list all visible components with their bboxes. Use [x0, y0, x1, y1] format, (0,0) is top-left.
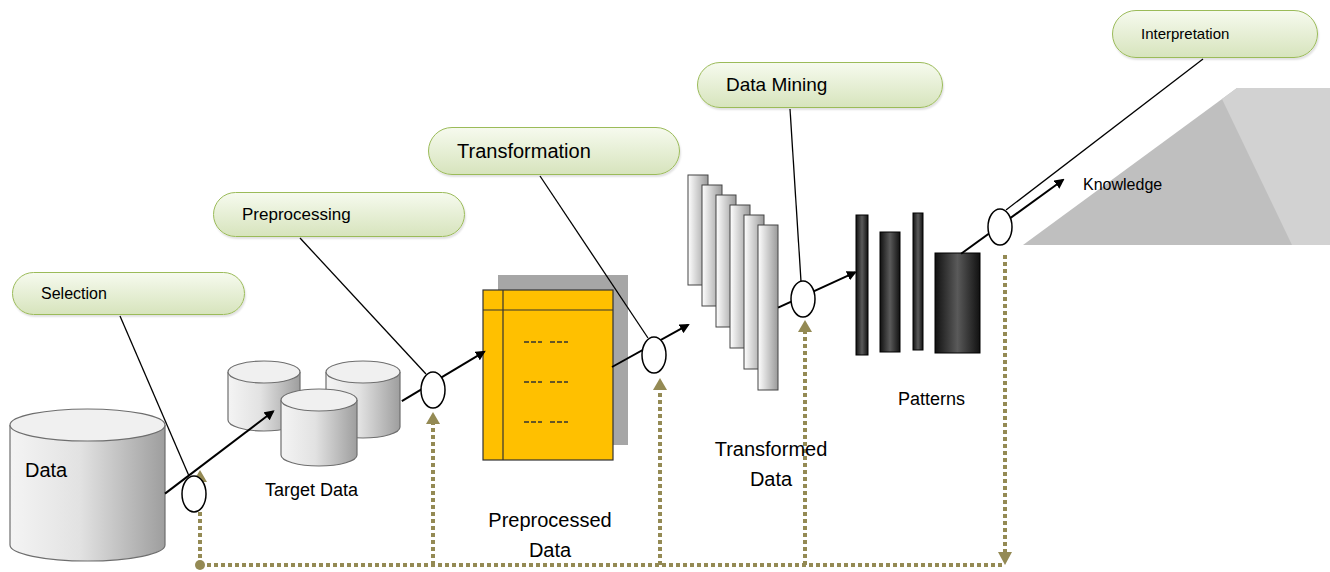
callout-pill: Preprocessing: [213, 192, 465, 237]
sheet-stack: [688, 175, 778, 390]
pyramid-face: [1023, 88, 1330, 245]
feedback-head: [998, 552, 1012, 565]
preprocessed-data: Preprocessed Data: [480, 272, 630, 569]
feedback-line: [431, 422, 435, 565]
sheet: [483, 290, 613, 460]
patterns: Patterns: [852, 210, 991, 418]
pattern-bars: [856, 213, 980, 355]
step-circle: [791, 281, 815, 317]
cylinder-top: [326, 361, 400, 383]
feedback-head: [798, 320, 812, 332]
target-cylinders: [228, 361, 400, 466]
step-label: Preprocessing: [242, 204, 351, 225]
leader-line: [300, 238, 426, 374]
callout-pill: Interpretation: [1112, 10, 1318, 58]
cylinder-top: [10, 409, 165, 441]
pattern-bar: [935, 253, 980, 353]
leader-line: [790, 109, 801, 281]
step-label: Data Mining: [726, 73, 827, 97]
step-label: Selection: [41, 284, 107, 304]
feedback-heads: [193, 320, 1012, 570]
sheet: [758, 225, 778, 390]
knowledge: Knowledge: [1023, 88, 1330, 245]
flow-arrow: [778, 272, 855, 307]
step-circle: [988, 209, 1012, 245]
sheet-rule: [502, 290, 503, 460]
callout-pill: Transformation: [428, 127, 680, 175]
feedback-line: [200, 563, 1005, 567]
callout-pill: Selection: [12, 272, 245, 315]
cylinder-body: [10, 425, 165, 561]
knowledge-pyramid: [1023, 88, 1330, 245]
pattern-bar: [913, 213, 923, 350]
sheet-dashes: [524, 342, 568, 422]
cylinder-top: [228, 361, 300, 383]
feedback-line: [658, 388, 662, 565]
feedback-lines: [200, 255, 1005, 565]
stage-label: Target Data: [265, 475, 405, 505]
cylinder-top: [281, 389, 357, 411]
stage-label: Preprocessed Data: [480, 505, 620, 565]
leader-line: [120, 316, 189, 476]
stage-label: Data: [25, 455, 145, 485]
feedback-line: [1003, 255, 1007, 552]
pyramid-face: [1222, 88, 1330, 245]
pattern-bar: [880, 232, 900, 352]
step-circle: [182, 476, 206, 512]
step-circle: [642, 337, 666, 373]
step-label: Transformation: [457, 139, 591, 164]
step-label: Interpretation: [1141, 25, 1229, 44]
step-circles: [182, 209, 1012, 512]
feedback-head: [426, 412, 440, 424]
pattern-bar: [856, 215, 868, 355]
stage-label: Knowledge: [1083, 170, 1233, 200]
step-circle: [421, 372, 445, 408]
leader-line: [540, 176, 648, 338]
stage-label: Transformed Data: [691, 434, 851, 494]
feedback-dot: [195, 560, 205, 570]
table-sheet: [483, 275, 628, 460]
flow-arrow: [961, 180, 1063, 254]
feedback-head: [653, 378, 667, 390]
transformed-data: Transformed Data: [686, 172, 855, 498]
target-data: Target Data: [225, 355, 409, 509]
stage-label: Patterns: [898, 384, 987, 414]
leader-lines: [120, 59, 1203, 476]
data-cylinder: Data: [10, 410, 165, 562]
callout-pill: Data Mining: [697, 62, 943, 108]
data-cylinder: [10, 409, 165, 561]
flow-arrow: [165, 412, 273, 494]
